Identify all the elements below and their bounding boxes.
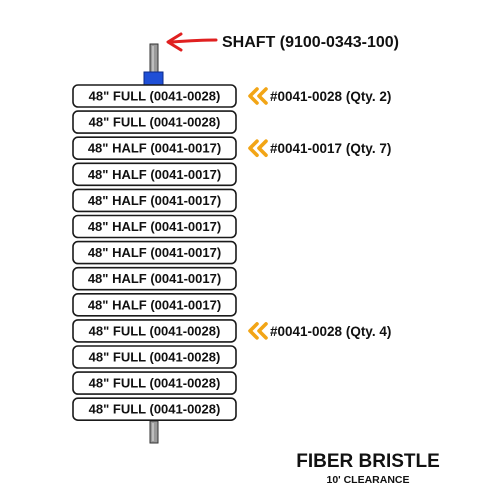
brush-segment: 48" HALF (0041-0017): [72, 188, 237, 213]
brush-segment-box: [72, 266, 237, 291]
brush-segment: 48" HALF (0041-0017): [72, 136, 237, 160]
double-chevron-left-icon: [248, 87, 268, 105]
shaft-label: SHAFT (9100-0343-100): [222, 34, 399, 51]
brush-segment: 48" HALF (0041-0017): [72, 292, 237, 317]
brush-segment-box: [72, 84, 237, 108]
brush-segment-label: 48" FULL (0041-0028): [89, 115, 221, 130]
brush-segment: 48" HALF (0041-0017): [72, 240, 237, 265]
brush-segment-box: [72, 110, 237, 134]
shaft-pointer-arrow: [166, 32, 218, 52]
callout-group: #0041-0028 (Qty. 2) #0041-0017 (Qty. 7) #0…: [248, 87, 391, 340]
chevron-left-icon: [248, 139, 259, 157]
brush-segment-box: [72, 240, 237, 265]
brush-segment: 48" FULL (0041-0028): [72, 371, 237, 395]
chevron-left-icon: [257, 139, 268, 157]
chevron-left-icon: [248, 87, 259, 105]
brush-segment-box: [72, 214, 237, 239]
callout-label: #0041-0028 (Qty. 4): [270, 324, 391, 339]
brush-segment-box: [72, 162, 237, 187]
callout: #0041-0017 (Qty. 7): [248, 139, 391, 157]
double-chevron-left-icon: [248, 139, 268, 157]
brush-segment: 48" FULL (0041-0028): [72, 110, 237, 134]
brush-segment-label: 48" FULL (0041-0028): [89, 350, 221, 365]
brush-segment-label: 48" FULL (0041-0028): [89, 89, 221, 104]
diagram-title: FIBER BRISTLE: [296, 451, 440, 472]
brush-segment-box: [72, 371, 237, 395]
brush-segment-box: [72, 345, 237, 369]
brush-segment-stack: 48" FULL (0041-0028) 48" FULL (0041-0028)…: [72, 84, 237, 422]
brush-segment-label: 48" HALF (0041-0017): [88, 245, 221, 260]
shaft-bottom-rod: [149, 420, 159, 444]
brush-segment-label: 48" HALF (0041-0017): [88, 167, 221, 182]
shaft-hub: [143, 71, 164, 87]
brush-segment: 48" HALF (0041-0017): [72, 162, 237, 187]
brush-segment-box: [72, 188, 237, 213]
chevron-left-icon: [257, 322, 268, 340]
brush-segment: 48" FULL (0041-0028): [72, 319, 237, 343]
chevron-left-icon: [248, 322, 259, 340]
brush-segment-label: 48" HALF (0041-0017): [88, 219, 221, 234]
double-chevron-left-icon: [248, 322, 268, 340]
brush-segment: 48" HALF (0041-0017): [72, 266, 237, 291]
brush-segment: 48" FULL (0041-0028): [72, 397, 237, 422]
brush-segment-label: 48" FULL (0041-0028): [89, 323, 221, 338]
callout-label: #0041-0028 (Qty. 2): [270, 89, 391, 104]
shaft-top-rod: [149, 43, 159, 74]
diagram-subtitle: 10' CLEARANCE: [326, 474, 409, 486]
brush-segment-label: 48" HALF (0041-0017): [88, 141, 221, 156]
brush-segment: 48" FULL (0041-0028): [72, 84, 237, 108]
brush-segment-box: [72, 319, 237, 343]
brush-segment-label: 48" HALF (0041-0017): [88, 297, 221, 312]
brush-segment-box: [72, 292, 237, 317]
brush-segment: 48" FULL (0041-0028): [72, 345, 237, 369]
brush-segment-label: 48" FULL (0041-0028): [89, 376, 221, 391]
chevron-left-icon: [257, 87, 268, 105]
callout: #0041-0028 (Qty. 2): [248, 87, 391, 105]
brush-segment-box: [72, 397, 237, 422]
callout-label: #0041-0017 (Qty. 7): [270, 141, 391, 156]
brush-segment: 48" HALF (0041-0017): [72, 214, 237, 239]
brush-segment-label: 48" HALF (0041-0017): [88, 271, 221, 286]
brush-segment-label: 48" HALF (0041-0017): [88, 193, 221, 208]
brush-segment-box: [72, 136, 237, 160]
brush-segment-label: 48" FULL (0041-0028): [89, 402, 221, 417]
callout: #0041-0028 (Qty. 4): [248, 322, 391, 340]
